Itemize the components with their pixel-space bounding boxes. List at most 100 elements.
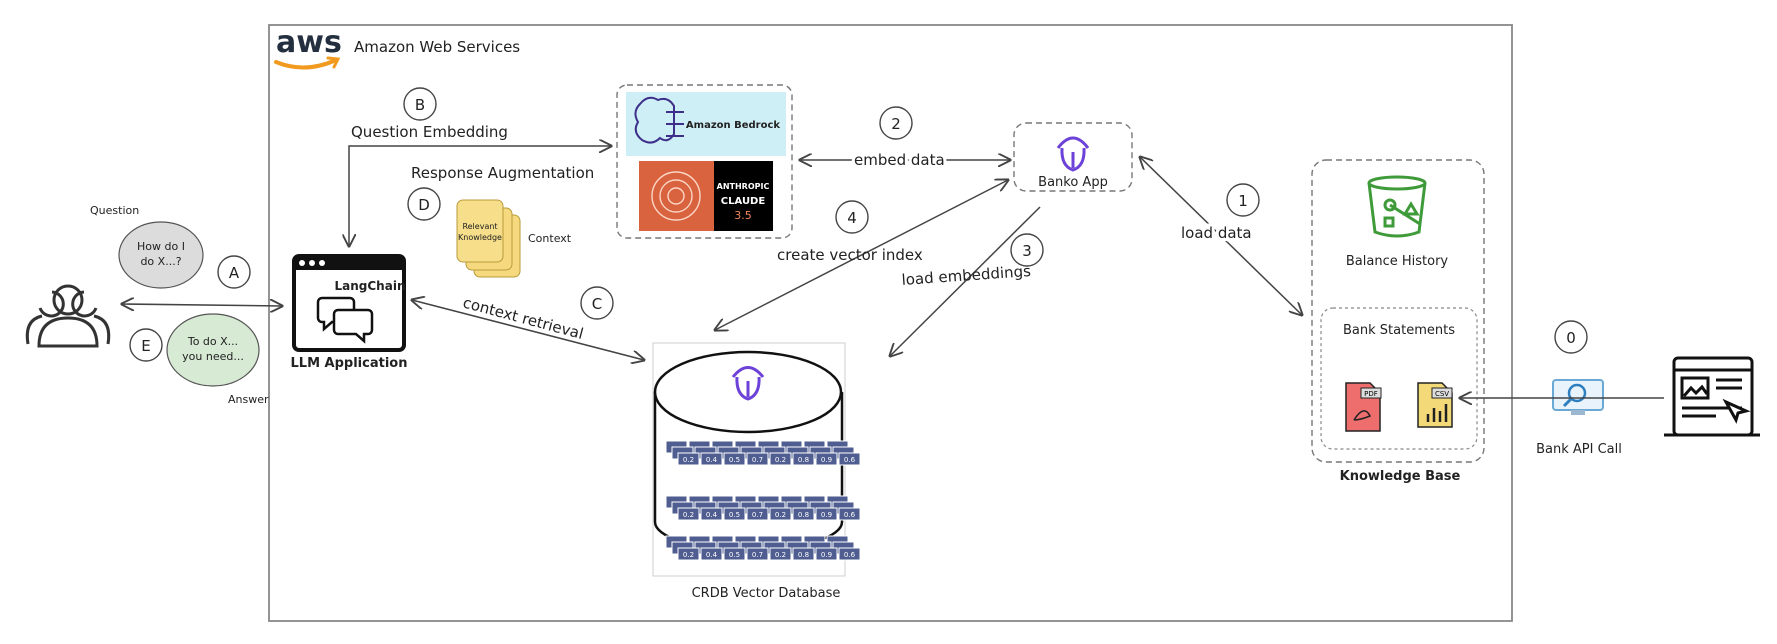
embed-data-label: embed data (854, 151, 945, 169)
vector-cell (677, 547, 700, 561)
banko-app-box (1013, 122, 1133, 192)
pdf-file-icon: PDF (1345, 382, 1382, 432)
vector-cell (677, 507, 700, 521)
step-d-label: D (418, 196, 430, 214)
step-c: C (580, 286, 614, 320)
csv-file-icon: CSV (1417, 382, 1453, 428)
answer-label: Answer (228, 393, 269, 406)
bedrock-name: Amazon Bedrock (686, 120, 780, 131)
arrow-question-embedding (349, 146, 611, 246)
vector-value: 0.7 (752, 551, 763, 559)
arrow-create-vector-index (715, 180, 1008, 330)
vector-value: 0.9 (821, 511, 832, 519)
step-2-label: 2 (891, 115, 901, 133)
vector-cell (746, 452, 769, 466)
bank-website-icon (1664, 356, 1760, 437)
langchain-logo: LangChain (335, 279, 406, 293)
vector-cell (769, 507, 792, 521)
knowledge-base-label: Knowledge Base (1340, 469, 1461, 484)
vector-cell (700, 507, 723, 521)
step-e-label: E (141, 337, 150, 355)
vector-cell (723, 507, 746, 521)
vector-value: 0.9 (821, 456, 832, 464)
balance-history-label: Balance History (1346, 254, 1449, 269)
vector-value: 0.9 (821, 551, 832, 559)
aws-boundary (268, 24, 1513, 622)
aws-smile-icon (274, 58, 338, 70)
vector-value: 0.2 (683, 551, 694, 559)
step-0: 0 (1554, 320, 1588, 354)
database-logo-icon (731, 366, 765, 401)
aws-logo-text: aws (276, 25, 342, 60)
vector-value: 0.7 (752, 511, 763, 519)
flow-arrows (122, 146, 1664, 398)
create-vector-index-label: create vector index (777, 246, 923, 264)
step-4-label: 4 (847, 209, 857, 227)
answer-bubble-line1: To do X... (187, 335, 238, 348)
vector-value: 0.4 (706, 511, 718, 519)
answer-bubble: To do X... you need... (166, 313, 260, 387)
vector-cell (723, 547, 746, 561)
vector-cell (792, 547, 815, 561)
banko-logo-icon (1056, 136, 1090, 172)
response-augmentation-label: Response Augmentation (411, 164, 594, 182)
vector-value: 0.2 (775, 456, 786, 464)
bank-statements-box (1320, 307, 1478, 450)
vector-cell (769, 547, 792, 561)
vector-value: 0.8 (798, 511, 809, 519)
vector-value: 0.4 (706, 456, 718, 464)
vector-value: 0.8 (798, 551, 809, 559)
vector-value: 0.7 (752, 456, 763, 464)
vector-cell (838, 547, 861, 561)
vector-value: 0.5 (729, 551, 740, 559)
s3-bucket-icon (1367, 175, 1427, 238)
vector-value: 0.2 (683, 511, 694, 519)
step-a: A (217, 255, 251, 289)
bank-statements-label: Bank Statements (1343, 323, 1455, 338)
question-bubble-line2: do X...? (140, 255, 181, 268)
claude-fingerprint-icon (651, 171, 701, 221)
step-e: E (129, 328, 163, 362)
vector-cell (838, 507, 861, 521)
step-d: D (407, 187, 441, 221)
claude-version: 3.5 (734, 209, 752, 222)
question-label: Question (90, 204, 139, 217)
step-1-label: 1 (1238, 192, 1248, 210)
banko-app-label: Banko App (1038, 175, 1108, 190)
step-0-label: 0 (1566, 329, 1576, 347)
step-b: B (403, 87, 437, 121)
step-3: 3 (1010, 233, 1044, 267)
question-embedding-label: Question Embedding (351, 123, 508, 141)
vector-value: 0.8 (798, 456, 809, 464)
vector-value: 0.2 (775, 511, 786, 519)
step-c-label: C (592, 295, 602, 313)
vector-cell (769, 452, 792, 466)
vector-value: 0.6 (844, 456, 856, 464)
amazon-bedrock: Amazon Bedrock (626, 92, 786, 156)
step-a-label: A (229, 264, 240, 282)
context-card-line2: Knowledge (458, 233, 502, 242)
database-label: CRDB Vector Database (692, 586, 841, 601)
vector-value: 0.6 (844, 511, 856, 519)
vector-cell (677, 452, 700, 466)
vector-cell (700, 452, 723, 466)
vector-cell (700, 547, 723, 561)
vector-cell (838, 452, 861, 466)
step-1: 1 (1226, 183, 1260, 217)
aws-title: Amazon Web Services (354, 38, 520, 56)
claude-brand: ANTHROPIC (717, 182, 770, 191)
vector-value: 0.2 (683, 456, 694, 464)
vector-value: 0.6 (844, 551, 856, 559)
vector-cell (815, 507, 838, 521)
vector-cell (792, 507, 815, 521)
pdf-label: PDF (1364, 390, 1378, 398)
bedrock-icon (634, 96, 684, 144)
anthropic-claude: ANTHROPIC CLAUDE 3.5 (639, 161, 773, 231)
load-data-label: load data (1181, 224, 1252, 242)
chat-icon (316, 296, 374, 344)
vector-value: 0.4 (706, 551, 718, 559)
vector-cell (792, 452, 815, 466)
context-label: Context (528, 232, 572, 245)
